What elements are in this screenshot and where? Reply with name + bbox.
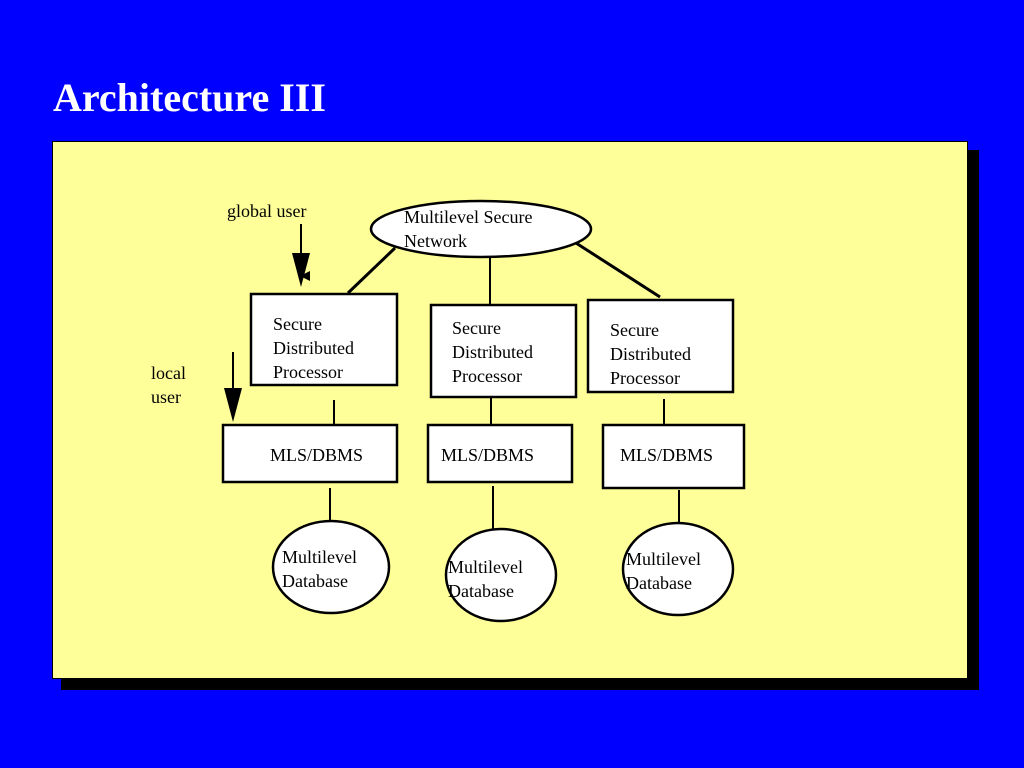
global-user-label: global user [227, 201, 307, 221]
network-connector-1 [346, 246, 397, 295]
local-user-arrowhead [224, 388, 242, 422]
global-user-arrowhead [292, 253, 310, 287]
processor-label-1: Secure Distributed Processor [273, 314, 354, 382]
dbms-box-3 [601, 423, 746, 490]
processor-box-2 [429, 303, 578, 399]
network-node [369, 199, 593, 259]
database-label-2: Multilevel Database [448, 557, 523, 601]
dbms-label-3: MLS/DBMS [620, 445, 714, 465]
processor-label-3: Secure Distributed Processor [610, 320, 691, 388]
network-connector-3 [575, 241, 661, 299]
database-label-1: Multilevel Database [282, 547, 357, 591]
dbms-box-2 [426, 423, 574, 484]
slide-title: Architecture III [53, 75, 326, 120]
dbms-box-1 [221, 423, 399, 484]
database-node-3 [621, 521, 735, 617]
network-label: Multilevel Secure Network [404, 207, 533, 251]
processor-box-3 [586, 298, 735, 394]
dbms-label-1: MLS/DBMS [270, 445, 364, 465]
database-node-2 [444, 527, 558, 623]
dbms-label-2: MLS/DBMS [441, 445, 535, 465]
database-label-3: Multilevel Database [626, 549, 701, 593]
database-node-1 [271, 519, 391, 615]
processor-box-1 [249, 292, 399, 387]
processor-label-2: Secure Distributed Processor [452, 318, 533, 386]
local-user-label: local user [151, 363, 186, 407]
